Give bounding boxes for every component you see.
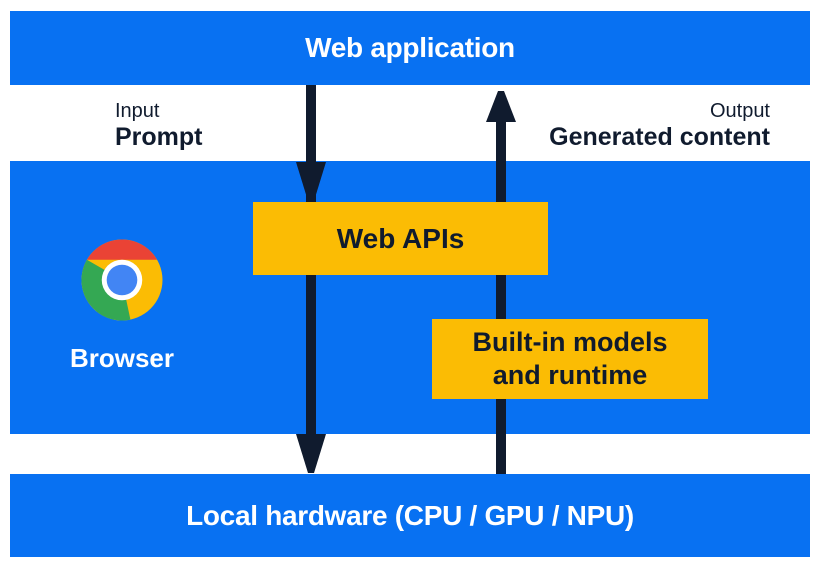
output-annotation: Output Generated content (549, 99, 770, 152)
input-annotation: Input Prompt (115, 99, 203, 152)
web-application-label: Web application (305, 32, 515, 63)
web-apis-box: Web APIs (253, 202, 548, 275)
builtin-models-label-line2: and runtime (492, 360, 648, 390)
output-label: Output (709, 100, 770, 122)
browser-label: Browser (69, 343, 175, 373)
input-label: Input (115, 100, 160, 122)
prompt-label: Prompt (115, 123, 203, 151)
builtin-models-label-line1: Built-in models (472, 327, 668, 357)
web-application-layer: Web application (10, 11, 810, 85)
local-hardware-label: Local hardware (CPU / GPU / NPU) (186, 499, 634, 531)
chrome-logo-icon (81, 239, 163, 321)
generated-content-label: Generated content (549, 123, 770, 151)
builtin-models-box: Built-in models and runtime (432, 319, 708, 399)
local-hardware-layer: Local hardware (CPU / GPU / NPU) (10, 474, 810, 557)
web-apis-label: Web APIs (336, 222, 465, 254)
